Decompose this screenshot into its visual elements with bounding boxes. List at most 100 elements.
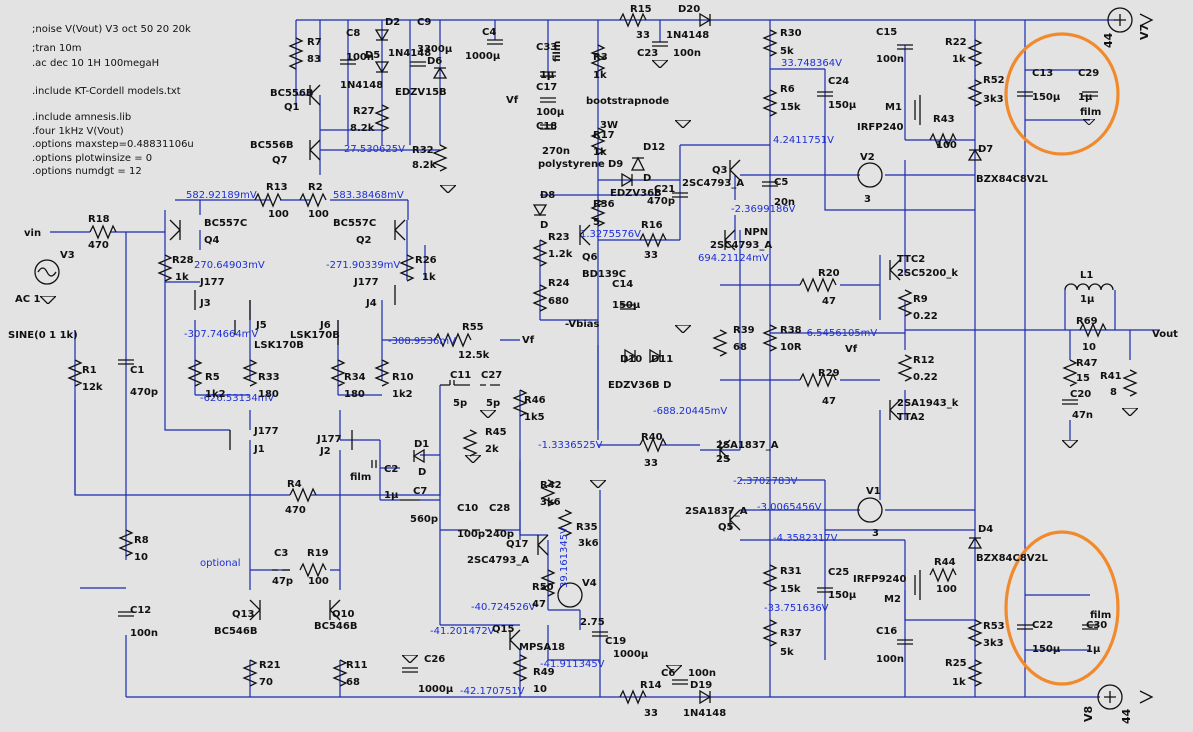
voltage-n14: -6.5456105mV xyxy=(803,328,877,339)
label-c26: C26 xyxy=(424,654,445,665)
voltage-sources xyxy=(34,7,1154,710)
node-voltages: 582.92189mV 583.38468mV 270.64903mV -271… xyxy=(184,58,877,697)
label-r4: R4 xyxy=(287,479,302,490)
label-c4-value: 1000µ xyxy=(465,51,501,62)
label-r2-value: 100 xyxy=(308,209,329,220)
label-r30-value: 5k xyxy=(780,46,794,57)
label-r31: R31 xyxy=(780,566,802,577)
label-r38-value: 10R xyxy=(780,342,802,353)
voltage-n13: 33.748364V xyxy=(781,58,842,69)
label-d12: D12 xyxy=(643,142,665,153)
label-v8: V8 xyxy=(1082,706,1095,722)
label-vf-2: Vf xyxy=(522,335,535,346)
voltage-n20: -33.751636V xyxy=(764,603,829,614)
label-c11: C11 xyxy=(450,370,471,381)
label-d20-value: 1N4148 xyxy=(666,30,709,41)
label-c33-value: 1µ xyxy=(540,70,555,81)
label-c11-value: 5p xyxy=(453,398,467,409)
label-d7: D7 xyxy=(978,144,993,155)
label-c12-value: 100n xyxy=(130,628,158,639)
label-c22-value: 150µ xyxy=(1032,644,1061,655)
label-npn: NPN xyxy=(744,227,768,238)
label-d19: D19 xyxy=(690,680,712,691)
resistors xyxy=(67,12,1138,705)
voltage-n10: 694.21124mV xyxy=(698,253,769,264)
label-vin: vin xyxy=(24,228,41,239)
label-r24-value: 680 xyxy=(548,296,569,307)
label-d4-value: BZX84C8V2L xyxy=(976,553,1048,564)
label-j1-value: J177 xyxy=(253,426,279,437)
voltage-n16: -1.3336525V xyxy=(538,440,603,451)
voltage-n5: -307.74664mV xyxy=(184,329,258,340)
label-r9-value: 0.22 xyxy=(913,311,938,322)
label-tta2: TTA2 xyxy=(897,412,925,423)
label-c14: C14 xyxy=(612,279,633,290)
label-r35-value: 3k6 xyxy=(578,538,599,549)
label-r13-value: 100 xyxy=(268,209,289,220)
label-q10-value: BC546B xyxy=(314,621,357,632)
label-r1: R1 xyxy=(82,365,97,376)
voltage-n22: -41.201472V xyxy=(430,626,495,637)
label-r34-value: 180 xyxy=(344,389,365,400)
label-c5-value: 20n xyxy=(774,197,795,208)
label-bootstrapnode: bootstrapnode xyxy=(586,96,669,107)
label-r50-value: 47 xyxy=(532,599,546,610)
label-r29: R29 xyxy=(818,368,840,379)
label-r25-value: 1k xyxy=(952,677,966,688)
label-c7-value: 560p xyxy=(410,514,438,525)
label-r42: R42 xyxy=(540,480,562,491)
label-r31-value: 15k xyxy=(780,584,801,595)
label-c27: C27 xyxy=(481,370,502,381)
label-r6-value: 15k xyxy=(780,102,801,113)
label-d5: D5 xyxy=(365,50,380,61)
voltage-n19: -4.3582317V xyxy=(773,533,838,544)
label-j3: J177 xyxy=(199,277,225,288)
label-c4: C4 xyxy=(482,27,496,38)
label-q3: Q3 xyxy=(712,165,728,176)
label-c24: C24 xyxy=(828,76,849,87)
capacitors xyxy=(118,39,1098,685)
label-r3: R3 xyxy=(593,52,608,63)
label-q7: BC556B xyxy=(250,140,293,151)
label-ttc2: TTC2 xyxy=(897,254,925,265)
highlight-ring-bottom xyxy=(1004,530,1120,686)
label-q13: Q13 xyxy=(232,609,254,620)
label-c2-value: 1µ xyxy=(384,490,399,501)
label-npn-value: 2SC4793_A xyxy=(710,240,772,251)
label-c28-value: 240p xyxy=(486,529,514,540)
label-d8: D8 xyxy=(540,190,555,201)
label-r9: R9 xyxy=(913,294,928,305)
label-c6-value: 100n xyxy=(688,668,716,679)
label-c19: C19 xyxy=(605,636,626,647)
label-r39-value: 68 xyxy=(733,342,747,353)
highlight-rings xyxy=(1004,32,1120,686)
label-r5: R5 xyxy=(205,372,220,383)
label-m1-value: IRFP240 xyxy=(857,122,903,133)
label-d9: D9 xyxy=(608,159,623,170)
label-r29-value: 47 xyxy=(822,396,836,407)
label-r18-value: 470 xyxy=(88,240,109,251)
label-c15: C15 xyxy=(876,27,897,38)
label-r37: R37 xyxy=(780,628,802,639)
label-r36-value: 5 xyxy=(593,217,600,228)
label-c19-value: 1000µ xyxy=(613,649,649,660)
label-r23-value: 1.2k xyxy=(548,249,573,260)
label-r37-value: 5k xyxy=(780,647,794,658)
label-tta2-value: 2SA1943_k xyxy=(897,398,959,409)
label-r15: R15 xyxy=(630,4,652,15)
label-c3: C3 xyxy=(274,548,288,559)
label-r2: R2 xyxy=(308,182,323,193)
voltage-n23: -41.911345V xyxy=(540,659,605,670)
label-q17-value: 2SC4793_A xyxy=(467,555,529,566)
label-c7: C7 xyxy=(413,486,427,497)
label-c20-value: 47n xyxy=(1072,410,1093,421)
net-labels: vin V3 AC 1 SINE(0 1 1k) V7 44 V8 44 V4 … xyxy=(8,24,1178,724)
label-c28: C28 xyxy=(489,503,510,514)
label-edzv36b: EDZV36B xyxy=(610,188,662,199)
label-r22-value: 1k xyxy=(952,54,966,65)
label-c23-value: 100n xyxy=(673,48,701,59)
label-j3-name: J3 xyxy=(199,298,211,309)
label-c29-value: 1µ xyxy=(1078,92,1093,103)
voltage-n11: -2.3699186V xyxy=(731,204,796,215)
label-r34: R34 xyxy=(344,372,366,383)
